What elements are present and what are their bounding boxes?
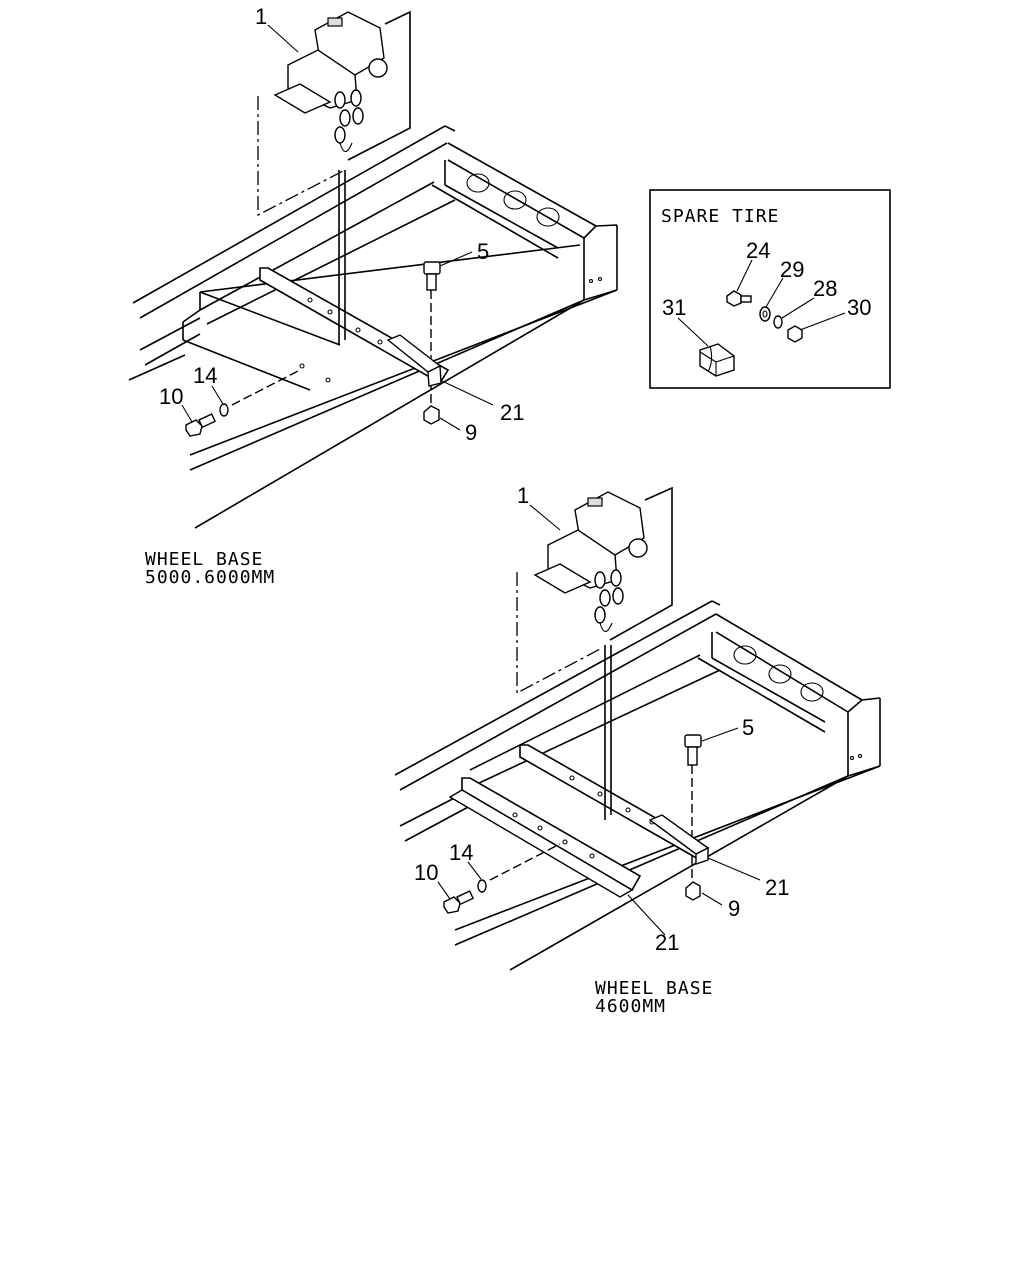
spare-callout-30: 30 — [847, 295, 871, 320]
spare-tire-title: SPARE TIRE — [661, 206, 779, 227]
upper-callout-14: 14 — [193, 363, 217, 388]
upper-leaders — [181, 24, 494, 431]
lower-frame — [394, 600, 881, 971]
upper-fasteners — [185, 261, 442, 437]
lower-nut-9 — [685, 881, 701, 901]
lower-washer-14 — [477, 879, 487, 893]
lower-assembly: 1 5 21 9 21 10 14 WHEEL BASE 4600MM — [394, 483, 881, 1017]
spare-washer-29 — [759, 306, 771, 322]
lower-callout-1: 1 — [517, 483, 529, 508]
upper-bolt-10 — [185, 413, 216, 437]
lower-bolt-10 — [443, 890, 474, 914]
lower-callout-9: 9 — [728, 896, 740, 921]
upper-callout-5: 5 — [477, 239, 489, 264]
upper-callout-9: 9 — [465, 420, 477, 445]
lower-callout-5: 5 — [742, 715, 754, 740]
lower-tow-hook — [516, 486, 673, 820]
lower-caption-line2: 4600MM — [595, 996, 666, 1017]
spare-nut-30 — [787, 325, 803, 343]
spare-callout-31: 31 — [662, 295, 686, 320]
spare-tire-inset: SPARE TIRE 24 29 — [649, 189, 891, 389]
upper-caption-line1: WHEEL BASE — [145, 549, 263, 570]
upper-washer-14 — [219, 403, 229, 417]
lower-fasteners — [443, 734, 710, 914]
spare-callout-24: 24 — [746, 238, 770, 263]
lower-leaders — [437, 504, 761, 936]
lower-callout-21-left: 21 — [655, 930, 679, 955]
spare-callout-29: 29 — [780, 257, 804, 282]
upper-bolt-5 — [423, 261, 441, 291]
upper-callout-10: 10 — [159, 384, 183, 409]
spare-washer-28 — [773, 315, 783, 329]
lower-callout-21-right: 21 — [765, 875, 789, 900]
spare-bolt-24 — [726, 290, 752, 307]
lower-callout-14: 14 — [449, 840, 473, 865]
upper-callout-21: 21 — [500, 400, 524, 425]
lower-caption-line1: WHEEL BASE — [595, 978, 713, 999]
upper-frame — [128, 125, 618, 529]
upper-tow-hook — [257, 10, 411, 345]
upper-callout-1: 1 — [255, 4, 267, 29]
spare-leaders — [677, 259, 846, 347]
lower-callout-10: 10 — [414, 860, 438, 885]
spare-callout-28: 28 — [813, 276, 837, 301]
lower-angle-21-right — [648, 814, 710, 865]
upper-nut-9 — [423, 405, 440, 425]
upper-angle-21 — [386, 334, 442, 387]
lower-bolt-5 — [684, 734, 702, 766]
upper-caption-line2: 5000.6000MM — [145, 567, 275, 588]
upper-assembly: 1 5 21 9 10 14 WHEEL BASE 5000.6000MM — [128, 4, 618, 588]
spare-bracket-31 — [699, 343, 735, 377]
